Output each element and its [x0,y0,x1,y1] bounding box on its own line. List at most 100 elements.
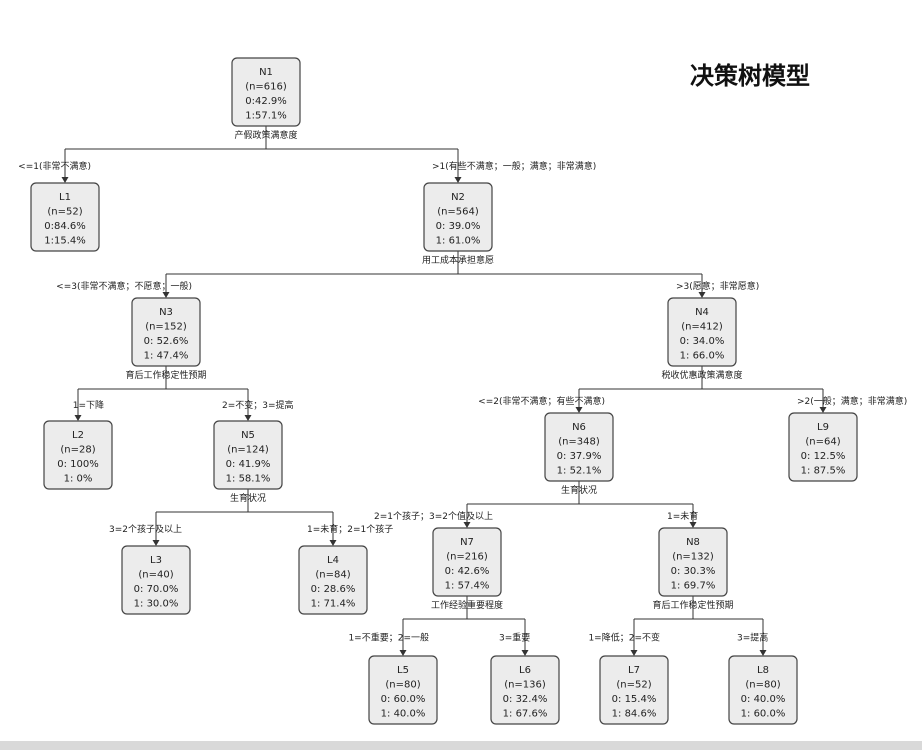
node-box [368,655,438,725]
node-count: (n=52) [47,207,82,218]
tree-node-n4: N4(n=412)0: 34.0%1: 66.0% [667,297,737,367]
node-class-0: 0: 32.4% [503,694,548,705]
node-class-1: 1: 61.0% [436,236,481,247]
node-class-0: 0: 34.0% [680,336,725,347]
split-label-n2: 用工成本承担意愿 [422,254,494,266]
split-label-n8: 育后工作稳定性预期 [652,599,733,611]
split-label-n7: 工作经验重要程度 [431,599,503,611]
condition-label-n8: 1=未育 [667,510,698,522]
node-name: N2 [451,192,465,203]
arrow-l7 [630,650,638,656]
arrow-n2 [454,177,462,183]
arrow-l3 [152,540,160,546]
node-name: N5 [241,430,255,441]
node-count: (n=80) [385,680,420,691]
arrow-l4 [329,540,337,546]
node-count: (n=64) [805,437,840,448]
node-class-1: 1: 66.0% [680,351,725,362]
node-class-1: 1: 58.1% [226,474,271,485]
tree-node-l7: L7(n=52)0: 15.4%1: 84.6% [599,655,669,725]
node-class-1: 1: 71.4% [311,599,356,610]
node-class-0: 0: 70.0% [134,584,179,595]
arrow-n4 [698,292,706,298]
node-class-0: 0: 60.0% [381,694,426,705]
condition-label-l3: 3=2个孩子及以上 [109,523,182,535]
node-class-1: 1: 60.0% [741,709,786,720]
node-box [231,57,301,127]
node-class-1: 1: 84.6% [612,709,657,720]
arrow-n7 [463,522,471,528]
node-name: N3 [159,307,173,318]
node-name: L1 [59,192,71,203]
node-count: (n=124) [227,445,269,456]
node-box [121,545,191,615]
split-label-n4: 税收优惠政策满意度 [661,369,742,381]
node-class-0: 0: 30.3% [671,566,716,577]
node-class-0: 0: 41.9% [226,459,271,470]
node-box [43,420,113,490]
split-label-n5: 生育状况 [230,492,266,504]
node-count: (n=616) [245,82,287,93]
condition-label-l5: 1=不重要；2=一般 [348,632,429,644]
node-name: L2 [72,430,84,441]
node-box [667,297,737,367]
arrow-l5 [399,650,407,656]
node-count: (n=152) [145,322,187,333]
node-class-0: 0: 100% [57,459,99,470]
node-class-0: 0:84.6% [44,221,86,232]
node-count: (n=40) [138,570,173,581]
node-name: N7 [460,537,474,548]
node-class-0: 0: 52.6% [144,336,189,347]
node-count: (n=132) [672,552,714,563]
node-class-0: 0:42.9% [245,96,287,107]
tree-node-n5: N5 (n=124) 0: 41.9% 1: 58.1% [213,420,283,490]
tree-labels: 产假政策满意度<=1(非常不满意)>1(有些不满意；一般；满意；非常满意)用工成… [18,129,907,644]
arrow-l6 [521,650,529,656]
node-count: (n=136) [504,680,546,691]
node-class-0: 0: 28.6% [311,584,356,595]
condition-label-l7: 1=降低；2=不变 [588,632,660,644]
arrow-n8 [689,522,697,528]
node-class-0: 0: 12.5% [801,451,846,462]
node-name: L4 [327,555,339,566]
node-box [490,655,560,725]
node-class-1: 1: 0% [64,474,93,485]
node-class-1: 1:57.1% [245,111,287,122]
node-count: (n=348) [558,437,600,448]
node-class-1: 1: 52.1% [557,466,602,477]
tree-node-n1: N1 (n=616) 0:42.9% 1:57.1% [231,57,301,127]
arrow-n6 [575,407,583,413]
node-class-1: 1:15.4% [44,236,86,247]
node-class-0: 0: 15.4% [612,694,657,705]
node-count: (n=80) [745,680,780,691]
node-class-0: 0: 39.0% [436,221,481,232]
condition-label-n3: <=3(非常不满意；不愿意；一般) [56,280,192,292]
node-box [599,655,669,725]
tree-node-l9: L9(n=64)0: 12.5%1: 87.5% [788,412,858,482]
condition-label-l2: 1=下降 [73,399,104,411]
node-name: L6 [519,665,531,676]
node-class-0: 0: 37.9% [557,451,602,462]
split-label-n1: 产假政策满意度 [234,129,297,141]
node-name: L8 [757,665,769,676]
arrow-n5 [244,415,252,421]
node-class-1: 1: 87.5% [801,466,846,477]
node-count: (n=52) [616,680,651,691]
node-box [298,545,368,615]
node-count: (n=28) [60,445,95,456]
window-bottom-bar [0,741,922,750]
node-box [213,420,283,490]
node-name: N8 [686,537,700,548]
tree-node-n6: N6(n=348)0: 37.9%1: 52.1% [544,412,614,482]
tree-node-n3: N3(n=152)0: 52.6%1: 47.4% [131,297,201,367]
node-box [423,182,493,252]
node-name: N1 [259,67,273,78]
node-name: L5 [397,665,409,676]
tree-node-n8: N8(n=132)0: 30.3%1: 69.7% [658,527,728,597]
tree-node-l3: L3(n=40)0: 70.0%1: 30.0% [121,545,191,615]
node-class-1: 1: 40.0% [381,709,426,720]
tree-node-n7: N7(n=216)0: 42.6%1: 57.4% [432,527,502,597]
condition-label-n5: 2=不变；3=提高 [222,399,294,411]
condition-label-l6: 3=重要 [499,632,530,644]
tree-node-l5: L5 (n=80) 0: 60.0% 1: 40.0% [368,655,438,725]
